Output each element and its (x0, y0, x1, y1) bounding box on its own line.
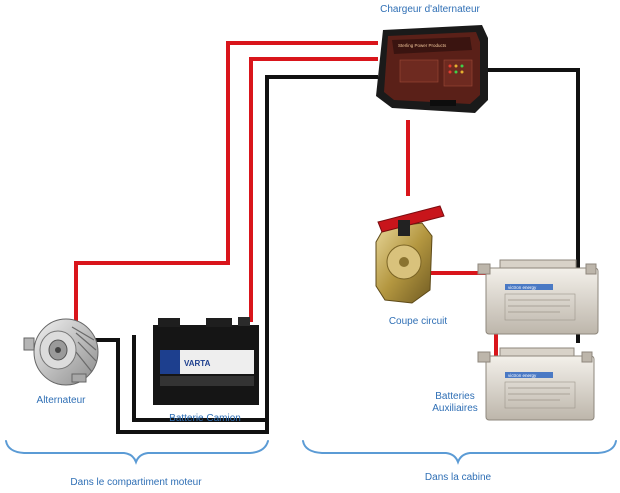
circuit-breaker-label: Coupe circuit (388, 316, 448, 327)
charger-to-alternator-wire (74, 41, 378, 322)
truck-battery-brand-text: VARTA (184, 359, 211, 368)
truck-battery-negative-wire (132, 335, 267, 422)
truck-battery-label: Batterie Camion (169, 413, 241, 424)
aux-battery-bottom-icon: victron energy (477, 347, 595, 421)
charger-icon: Sterling Power Products (376, 25, 488, 113)
cabin-zone-brace (302, 440, 617, 465)
charger-negative-to-battery-wire (85, 75, 378, 434)
engine-zone-brace (5, 440, 269, 465)
aux-batteries-label-line1: Batteries (435, 391, 475, 402)
truck-battery-icon: VARTA (153, 317, 259, 405)
cabin-zone-label: Dans la cabine (424, 472, 492, 483)
charger-negative-to-aux-wire (480, 68, 580, 343)
circuit-breaker-icon (375, 205, 445, 304)
alternator-label: Alternateur (36, 395, 86, 406)
engine-zone-label: Dans le compartiment moteur (70, 477, 202, 488)
charger-to-truck-battery-wire (249, 57, 378, 322)
alternator-icon (23, 318, 99, 386)
negative-wires (85, 68, 580, 434)
charger-label: Chargeur d'alternateur (380, 4, 480, 15)
aux-battery-bottom-brand-text: victron energy (508, 373, 537, 378)
charger-brand-text: Sterling Power Products (398, 43, 447, 48)
aux-battery-top-brand-text: victron energy (508, 285, 537, 290)
aux-battery-top-icon: victron energy (477, 259, 599, 335)
aux-batteries-label-line2: Auxiliaires (432, 403, 478, 414)
positive-wires (74, 41, 498, 358)
